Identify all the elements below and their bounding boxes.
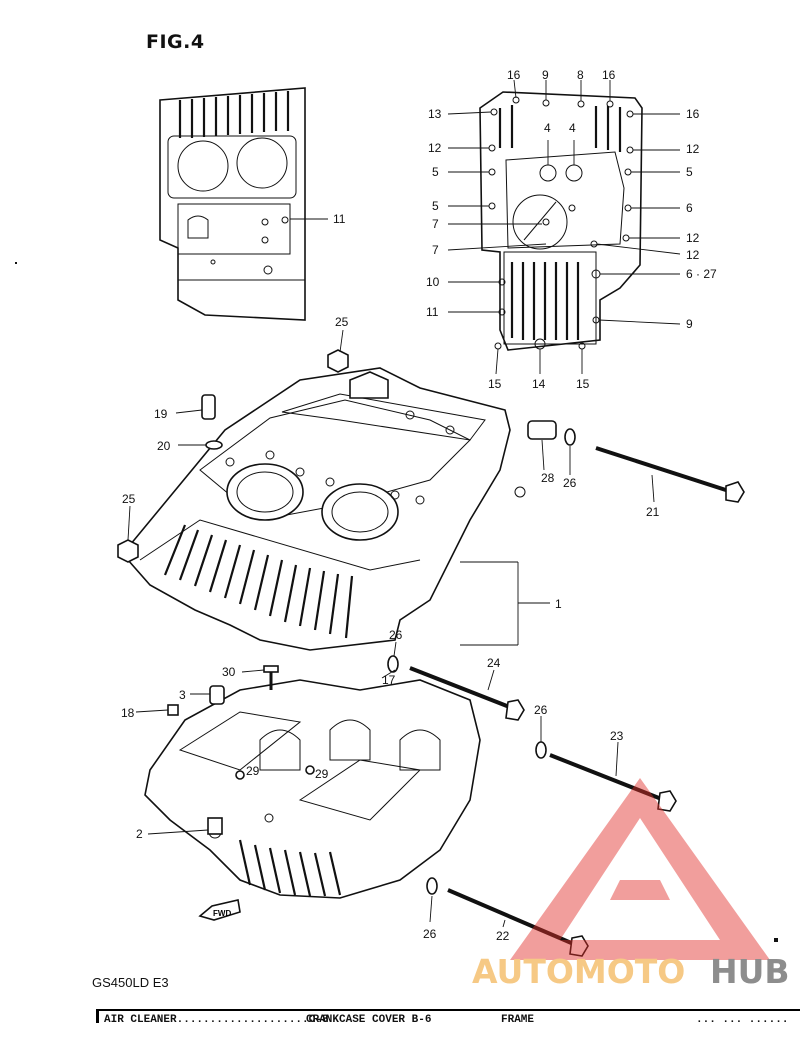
inset-upper-crankcase-view: 11: [159, 87, 346, 321]
callout-30: 30: [222, 665, 236, 679]
index-item-frame: FRAME: [501, 1014, 535, 1026]
callout-26b: 26: [389, 628, 403, 642]
inset2-callout-8: 8: [577, 68, 584, 82]
callout-29b: 29: [315, 767, 329, 781]
inset2-callout-16a: 16: [507, 68, 521, 82]
index-item-crankcase-cover: CRANKCASE COVER B-6: [306, 1014, 432, 1026]
inset-lower-crankcase-view: 16 9 8 16 13 16 4 4 12 12 5 5 5 6 7 12 7…: [426, 68, 717, 391]
inset2-callout-11: 11: [426, 305, 439, 319]
inset2-callout-12a: 12: [428, 141, 442, 155]
inset2-callout-7a: 7: [432, 217, 439, 231]
callout-26d: 26: [423, 927, 437, 941]
inset2-callout-12d: 12: [686, 248, 700, 262]
model-label: GS450LD E3: [92, 975, 169, 990]
callout-2: 2: [136, 827, 143, 841]
callout-17: 17: [382, 673, 396, 687]
inset2-callout-5a: 5: [432, 165, 439, 179]
inset2-callout-12b: 12: [686, 142, 700, 156]
inset2-callout-5b: 5: [686, 165, 693, 179]
watermark-logo: AUTOMOTO HUB: [472, 778, 790, 991]
lower-crankcase: [144, 679, 481, 899]
inset2-callout-14: 14: [532, 377, 546, 391]
callout-25b: 25: [122, 492, 136, 506]
callout-26c: 26: [534, 703, 548, 717]
inset2-callout-4b: 4: [569, 121, 576, 135]
upper-crankcase-fins: [163, 524, 354, 639]
callout-21: 21: [646, 505, 660, 519]
inset2-callout-5c: 5: [432, 199, 439, 213]
index-item-cut-off: ... ... ......: [696, 1014, 789, 1026]
callout-20: 20: [157, 439, 171, 453]
inset2-callout-10: 10: [426, 275, 440, 289]
callout-3: 3: [179, 688, 186, 702]
inset2-callout-6-27: 6 · 27: [686, 267, 717, 281]
inset2-callout-9b: 9: [686, 317, 693, 331]
watermark-text-automoto: AUTOMOTO: [472, 952, 685, 991]
inset2-callout-12c: 12: [686, 231, 700, 245]
inset2-callout-16b: 16: [602, 68, 616, 82]
upper-crankcase: [127, 367, 526, 651]
callout-19: 19: [154, 407, 168, 421]
inset2-callout-15a: 15: [488, 377, 502, 391]
inset2-top-fins: [498, 105, 622, 152]
callout-28: 28: [541, 471, 555, 485]
inset2-callout-9a: 9: [542, 68, 549, 82]
callout-18: 18: [121, 706, 135, 720]
callout-25a: 25: [335, 315, 349, 329]
index-bar: AIR CLEANER....................C-8 CRANK…: [96, 1009, 800, 1038]
inset2-callout-15b: 15: [576, 377, 590, 391]
callout-24: 24: [487, 656, 501, 670]
fwd-label: FWD: [213, 909, 231, 918]
callout-1: 1: [555, 597, 562, 611]
figure-title: FIG.4: [146, 31, 205, 53]
inset1-callout-11: 11: [333, 212, 346, 226]
inset1-fins: [178, 91, 290, 138]
inset2-callout-16c: 16: [686, 107, 700, 121]
small-parts: [117, 349, 745, 957]
watermark-text-hub: HUB: [710, 952, 790, 991]
callout-22: 22: [496, 929, 510, 943]
callout-29a: 29: [246, 764, 260, 778]
callout-numbers: 25 19 20 25 28 26 21 1 26 17 24 30 3 18 …: [121, 315, 660, 943]
watermark-triangle-icon: [510, 778, 770, 960]
lower-crankcase-fins: [238, 839, 342, 897]
callout-23: 23: [610, 729, 624, 743]
callout-leaders: [127, 329, 655, 928]
forward-direction-arrow: FWD: [198, 899, 241, 921]
index-item-air-cleaner: AIR CLEANER....................C-8: [104, 1014, 329, 1026]
callout-26a: 26: [563, 476, 577, 490]
inset2-callout-13: 13: [428, 107, 442, 121]
inset2-oil-pan-fins: [510, 262, 580, 340]
lower-crankcase-bearing-webs: [259, 719, 441, 771]
inset2-callout-4a: 4: [544, 121, 551, 135]
inset2-callout-6: 6: [686, 201, 693, 215]
index-bar-tick: [96, 1011, 99, 1023]
inset2-callout-7b: 7: [432, 243, 439, 257]
